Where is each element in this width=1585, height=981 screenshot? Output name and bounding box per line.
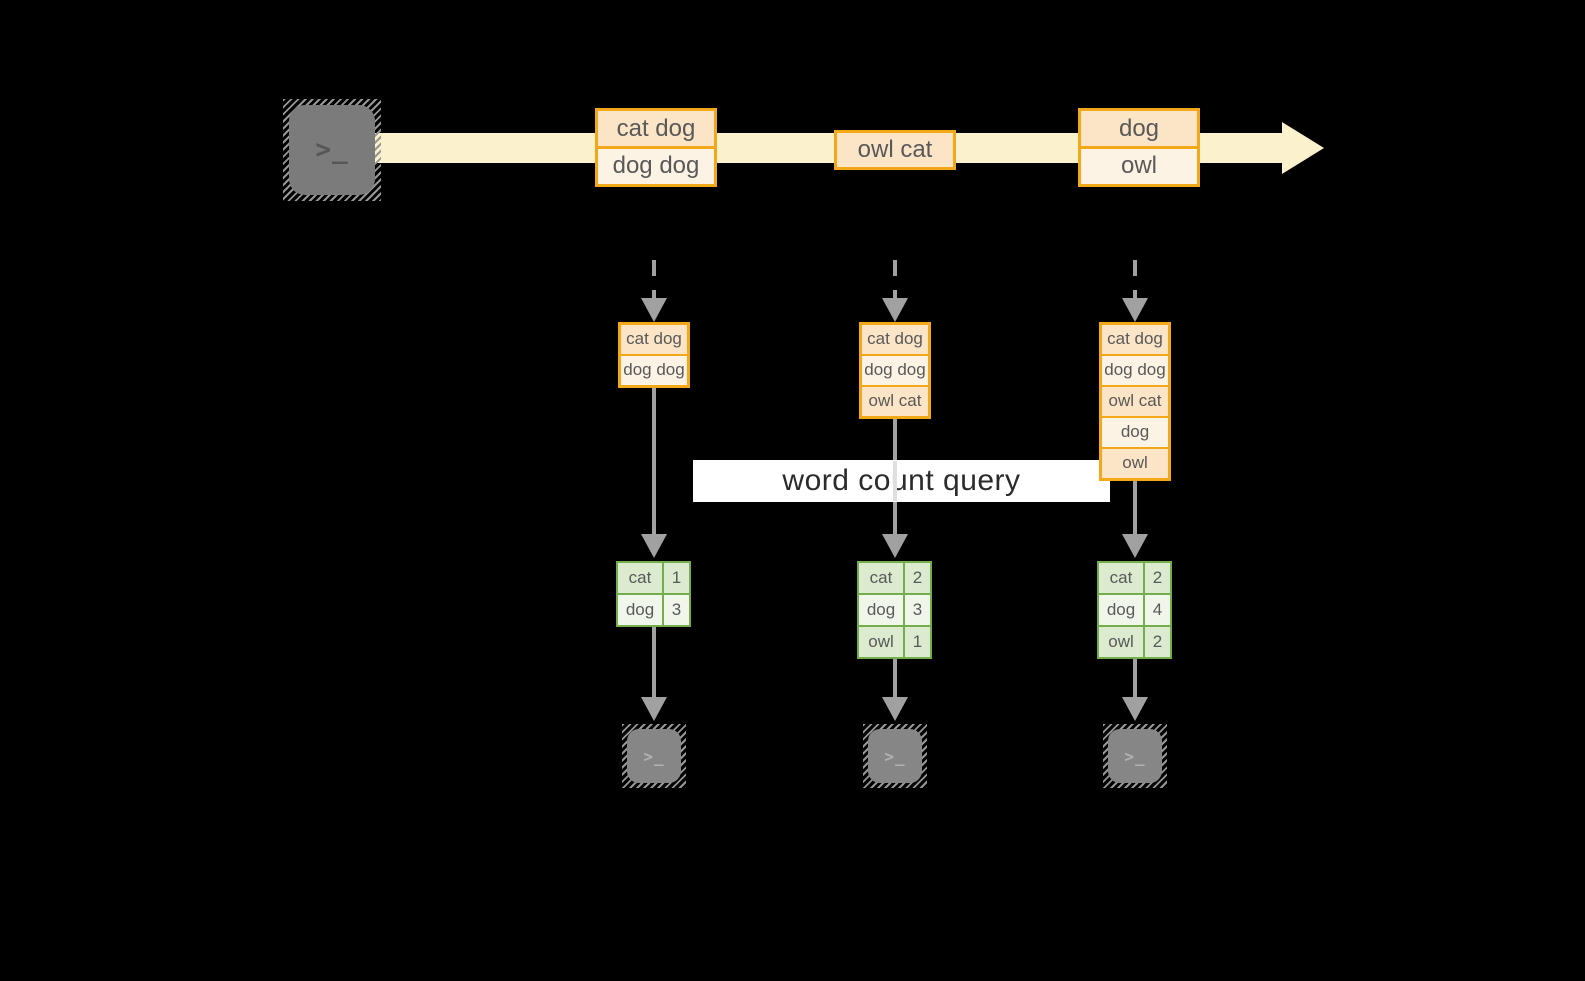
- terminal-icon: >_: [1108, 729, 1162, 783]
- terminal-prompt-glyph: >_: [315, 135, 349, 165]
- stack-event: dog: [1102, 418, 1168, 447]
- word-cell: owl: [1099, 627, 1143, 657]
- dashed-arrow-line: [652, 260, 656, 300]
- table-row: owl 2: [1099, 627, 1170, 657]
- stack-event: owl cat: [1102, 387, 1168, 416]
- word-cell: dog: [618, 595, 662, 625]
- terminal-prompt-glyph: >_: [884, 746, 906, 766]
- sink-terminal-icon: >_: [622, 724, 686, 788]
- event-stack-3: cat dog dog dog owl cat dog owl: [1099, 322, 1171, 481]
- event-stack-1: cat dog dog dog: [618, 322, 690, 388]
- table-row: dog 4: [1099, 595, 1170, 625]
- count-cell: 1: [905, 627, 930, 657]
- stream-event: owl cat: [837, 133, 953, 167]
- word-cell: owl: [859, 627, 903, 657]
- sink-terminal-icon: >_: [863, 724, 927, 788]
- arrowhead-icon: [1122, 534, 1148, 558]
- dashed-arrow-line: [1133, 260, 1137, 300]
- word-cell: cat: [859, 563, 903, 593]
- sink-terminal-icon: >_: [1103, 724, 1167, 788]
- arrowhead-icon: [1122, 697, 1148, 721]
- dashed-arrowhead-icon: [1122, 298, 1148, 322]
- word-cell: dog: [1099, 595, 1143, 625]
- arrow-line: [893, 659, 897, 697]
- count-cell: 1: [664, 563, 689, 593]
- terminal-icon: >_: [868, 729, 922, 783]
- word-cell: cat: [1099, 563, 1143, 593]
- table-row: cat 2: [859, 563, 930, 593]
- stream-event-box-2: owl cat: [834, 130, 956, 170]
- arrow-line: [652, 627, 656, 697]
- stream-event: dog dog: [598, 148, 714, 184]
- stack-event: cat dog: [1102, 325, 1168, 354]
- stream-event: owl: [1081, 148, 1197, 184]
- table-row: owl 1: [859, 627, 930, 657]
- arrow-line: [1133, 659, 1137, 697]
- stream-event-box-1: cat dog dog dog: [595, 108, 717, 187]
- stack-event: owl: [1102, 449, 1168, 478]
- query-label: word count query: [693, 460, 1110, 502]
- dashed-arrowhead-icon: [882, 298, 908, 322]
- stack-event: owl cat: [862, 387, 928, 416]
- table-row: cat 1: [618, 563, 689, 593]
- table-row: dog 3: [859, 595, 930, 625]
- terminal-prompt-glyph: >_: [1124, 746, 1146, 766]
- stack-event: dog dog: [621, 356, 687, 385]
- word-count-table-3: cat 2 dog 4 owl 2: [1097, 561, 1172, 659]
- arrowhead-icon: [641, 534, 667, 558]
- table-row: dog 3: [618, 595, 689, 625]
- count-cell: 2: [1145, 563, 1170, 593]
- stack-event: cat dog: [862, 325, 928, 354]
- terminal-prompt-glyph: >_: [643, 746, 665, 766]
- terminal-icon: >_: [627, 729, 681, 783]
- arrow-behind-label: [893, 461, 897, 501]
- source-terminal-icon: >_: [283, 99, 381, 201]
- arrowhead-icon: [882, 534, 908, 558]
- stack-event: dog dog: [862, 356, 928, 385]
- stack-event: cat dog: [621, 325, 687, 354]
- arrowhead-icon: [641, 697, 667, 721]
- count-cell: 2: [905, 563, 930, 593]
- stack-event: dog dog: [1102, 356, 1168, 385]
- stream-event-box-3: dog owl: [1078, 108, 1200, 187]
- count-cell: 3: [664, 595, 689, 625]
- arrow-line: [652, 386, 656, 534]
- terminal-icon: >_: [289, 105, 375, 195]
- event-stack-2: cat dog dog dog owl cat: [859, 322, 931, 419]
- count-cell: 2: [1145, 627, 1170, 657]
- table-row: cat 2: [1099, 563, 1170, 593]
- count-cell: 3: [905, 595, 930, 625]
- arrowhead-icon: [882, 697, 908, 721]
- stream-event: cat dog: [598, 111, 714, 146]
- count-cell: 4: [1145, 595, 1170, 625]
- word-cell: cat: [618, 563, 662, 593]
- word-count-table-1: cat 1 dog 3: [616, 561, 691, 627]
- word-count-table-2: cat 2 dog 3 owl 1: [857, 561, 932, 659]
- arrow-line: [1133, 477, 1137, 534]
- stream-arrowhead-icon: [1282, 122, 1324, 174]
- stream-event: dog: [1081, 111, 1197, 146]
- dashed-arrow-line: [893, 260, 897, 300]
- word-cell: dog: [859, 595, 903, 625]
- dashed-arrowhead-icon: [641, 298, 667, 322]
